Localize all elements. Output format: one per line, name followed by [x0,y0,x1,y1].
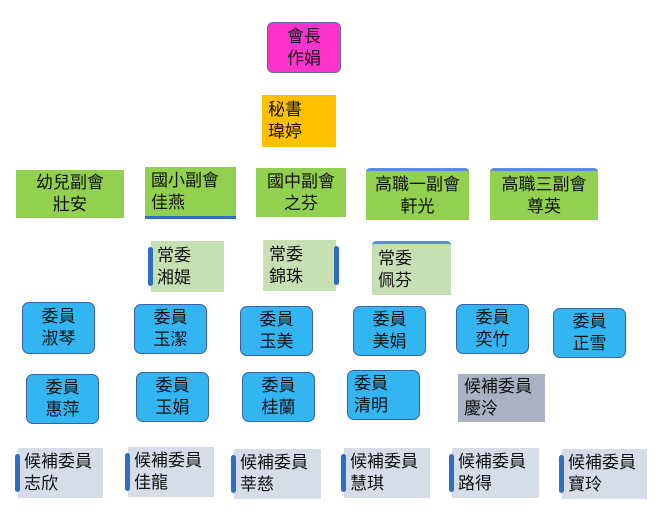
node-title: 委員 [259,310,294,330]
node-standing-1: 常委 湘媞 [148,241,224,292]
node-title: 候補委員 [350,452,418,472]
node-member-3: 委員 玉美 [240,306,313,356]
node-name: 路得 [458,474,492,494]
node-name: 桂蘭 [261,398,296,418]
node-name: 美娟 [372,332,407,352]
node-alternate-6: 候補委員 寶玲 [559,449,647,499]
node-title: 國小副會 [151,170,219,191]
node-name: 壯安 [53,195,87,215]
node-member-8: 委員 玉娟 [136,372,209,422]
node-title: 委員 [354,374,388,394]
node-vp-elementary: 國小副會 佳燕 [145,167,236,219]
node-name: 淑琴 [41,329,76,349]
node-name: 作娟 [287,48,321,69]
node-alternate-3: 候補委員 莘慈 [231,449,321,499]
node-name: 尊英 [527,196,561,217]
node-name: 正雪 [572,334,607,354]
node-name: 慶泠 [464,399,498,419]
node-title: 常委 [157,245,191,266]
node-standing-3: 常委 佩芬 [372,241,451,295]
node-member-6: 委員 正雪 [553,308,626,358]
node-member-5: 委員 奕竹 [456,304,529,354]
node-title: 高職一副會 [375,174,460,195]
node-name: 清明 [354,396,388,416]
node-name: 玉美 [259,332,294,352]
node-alternate-1: 候補委員 志欣 [15,448,103,498]
node-member-9: 委員 桂蘭 [242,372,315,422]
node-member-2: 委員 玉潔 [134,304,207,354]
node-title: 國中副會 [267,171,335,192]
node-name: 慧琪 [350,474,384,494]
node-name: 軒光 [400,196,435,217]
node-name: 瑋婷 [268,122,302,142]
node-alternate-2: 候補委員 佳龍 [125,447,214,497]
node-vp-vocational1: 高職一副會 軒光 [366,168,469,220]
node-title: 委員 [475,308,510,328]
node-title: 候補委員 [134,451,202,471]
node-member-10: 委員 清明 [347,370,420,420]
node-title: 委員 [372,310,407,330]
node-title: 候補委員 [458,452,526,472]
node-name: 奕竹 [475,330,510,350]
node-name: 玉潔 [153,330,188,350]
node-name: 佩芬 [378,270,412,291]
node-alternate-gray: 候補委員 慶泠 [458,374,545,422]
node-title: 幼兒副會 [36,173,104,193]
node-name: 寶玲 [568,475,602,495]
node-name: 錦珠 [269,266,303,287]
node-president: 會長 作娟 [267,22,341,73]
node-title: 委員 [155,376,190,396]
node-name: 佳燕 [151,192,185,213]
node-name: 佳龍 [134,473,168,493]
node-title: 會長 [287,26,321,47]
node-title: 常委 [269,244,303,265]
node-member-4: 委員 美娟 [353,306,426,356]
node-name: 之芬 [284,193,318,214]
node-name: 志欣 [24,474,58,494]
node-member-7: 委員 惠萍 [26,374,99,424]
node-vp-vocational3: 高職三副會 尊英 [490,168,598,220]
node-title: 委員 [41,307,76,327]
node-title: 委員 [261,376,296,396]
node-name: 惠萍 [45,400,80,420]
node-title: 候補委員 [24,452,92,472]
node-title: 委員 [45,378,80,398]
node-vp-kindergarten: 幼兒副會 壯安 [16,170,124,218]
node-secretary: 秘書 瑋婷 [262,95,336,147]
node-alternate-5: 候補委員 路得 [449,448,539,498]
node-vp-junior: 國中副會 之芬 [256,168,346,217]
node-alternate-4: 候補委員 慧琪 [341,448,430,498]
node-name: 玉娟 [155,398,190,418]
node-title: 候補委員 [240,453,308,473]
node-title: 委員 [153,308,188,328]
node-title: 候補委員 [568,453,636,473]
node-title: 高職三副會 [501,174,587,195]
node-name: 湘媞 [157,267,191,288]
node-standing-2: 常委 錦珠 [263,240,339,291]
node-title: 委員 [572,312,607,332]
node-member-1: 委員 淑琴 [22,302,95,354]
node-name: 莘慈 [240,475,274,495]
node-title: 候補委員 [464,377,532,397]
node-title: 秘書 [268,100,302,120]
node-title: 常委 [378,248,412,269]
